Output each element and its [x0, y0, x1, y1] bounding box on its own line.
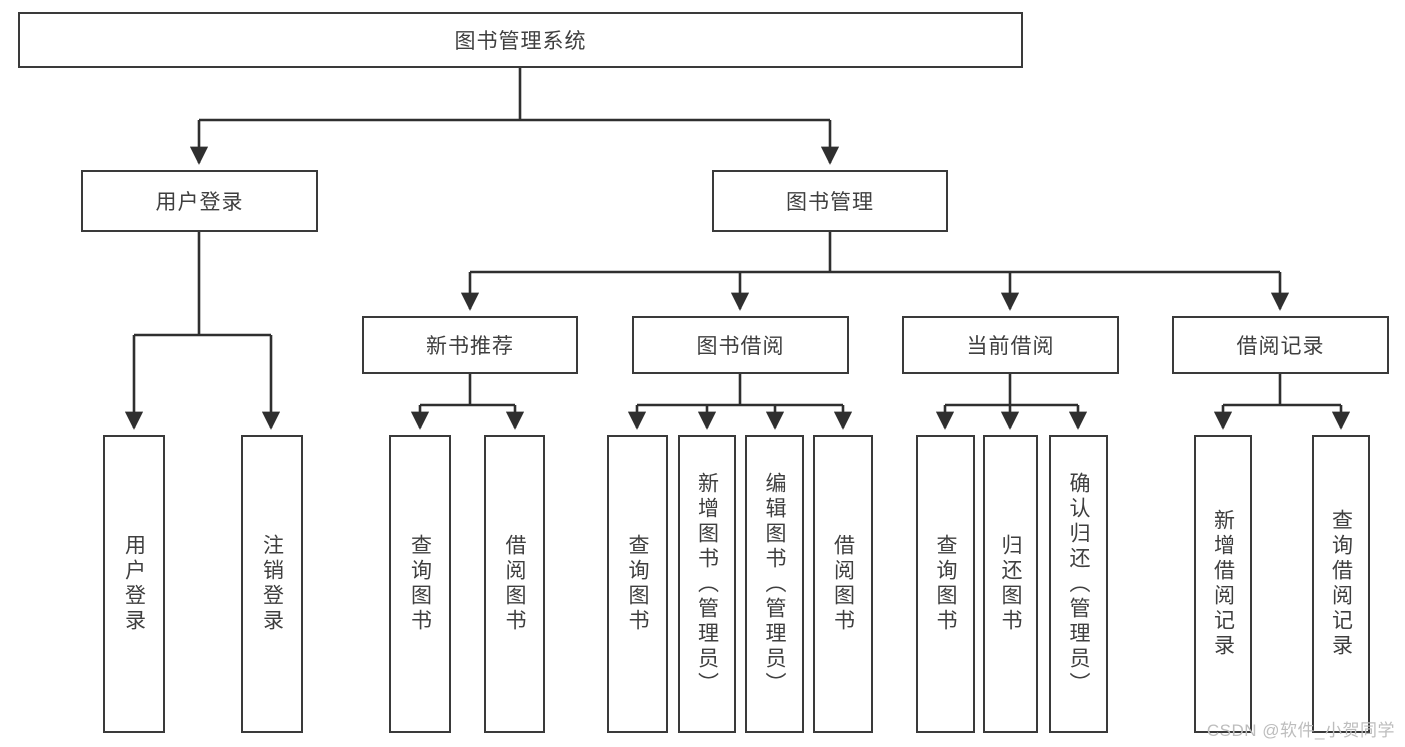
leaf-node[interactable]: 查询图书: [916, 435, 975, 733]
leaf-node-label: 查询借阅记录: [1329, 509, 1353, 659]
leaf-node-label: 确认归还（管理员）: [1067, 471, 1090, 697]
leaf-node[interactable]: 查询借阅记录: [1312, 435, 1370, 733]
leaf-node-label: 借阅图书: [831, 534, 855, 634]
leaf-node-label: 查询图书: [626, 534, 649, 634]
leaf-node[interactable]: 查询图书: [607, 435, 668, 733]
node-current-borrow-label: 当前借阅: [966, 335, 1055, 358]
node-root[interactable]: 图书管理系统: [18, 12, 1023, 68]
leaf-node[interactable]: 编辑图书（管理员）: [745, 435, 804, 733]
node-borrow-record-label: 借阅记录: [1236, 335, 1325, 358]
node-book-management[interactable]: 图书管理: [712, 170, 948, 232]
node-borrow-record[interactable]: 借阅记录: [1172, 316, 1389, 374]
leaf-node[interactable]: 新增图书（管理员）: [678, 435, 736, 733]
leaf-node-label: 编辑图书（管理员）: [763, 471, 786, 697]
leaf-node-label: 借阅图书: [503, 534, 526, 634]
leaf-node-label: 用户登录: [122, 534, 146, 634]
leaf-node[interactable]: 查询图书: [389, 435, 451, 733]
node-current-borrow[interactable]: 当前借阅: [902, 316, 1119, 374]
leaf-node[interactable]: 归还图书: [983, 435, 1038, 733]
node-user-login[interactable]: 用户登录: [81, 170, 318, 232]
leaf-node[interactable]: 用户登录: [103, 435, 165, 733]
leaf-node[interactable]: 确认归还（管理员）: [1049, 435, 1108, 733]
node-user-login-label: 用户登录: [155, 191, 244, 214]
node-new-book-recommend[interactable]: 新书推荐: [362, 316, 578, 374]
node-new-book-recommend-label: 新书推荐: [426, 335, 514, 358]
leaf-node-label: 查询图书: [408, 534, 432, 634]
leaf-node-label: 新增图书（管理员）: [695, 471, 719, 697]
csdn-watermark: CSDN @软件_小贺同学: [1206, 721, 1395, 740]
leaf-node[interactable]: 借阅图书: [484, 435, 545, 733]
leaf-node-label: 归还图书: [999, 534, 1022, 634]
leaf-node[interactable]: 注销登录: [241, 435, 303, 733]
node-book-management-label: 图书管理: [786, 191, 874, 214]
node-root-label: 图书管理系统: [454, 30, 587, 53]
leaf-node-label: 查询图书: [934, 534, 957, 634]
node-book-borrow-label: 图书借阅: [696, 335, 785, 358]
node-book-borrow[interactable]: 图书借阅: [632, 316, 849, 374]
leaf-node[interactable]: 新增借阅记录: [1194, 435, 1252, 733]
leaf-node-label: 新增借阅记录: [1211, 509, 1235, 659]
leaf-node-label: 注销登录: [260, 534, 284, 634]
leaf-node[interactable]: 借阅图书: [813, 435, 873, 733]
